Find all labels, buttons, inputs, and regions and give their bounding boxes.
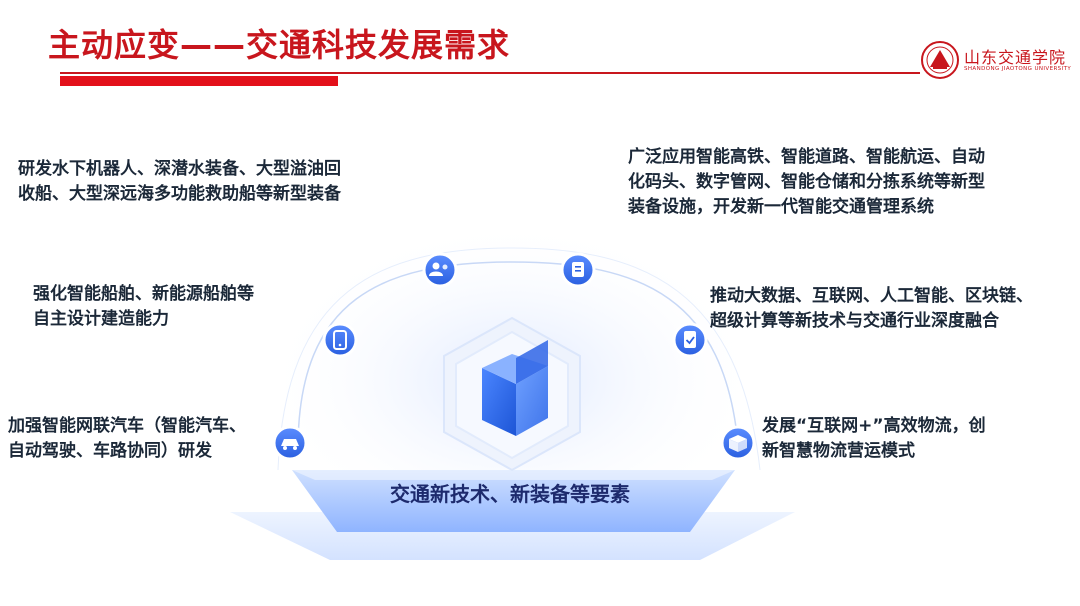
logo-name-en: SHANDONG JIAOTONG UNIVERSITY	[964, 66, 1072, 72]
item-smart-logistics: 发展“互联网+”高效物流，创 新智慧物流营运模式	[762, 416, 986, 461]
title-accent-bar	[60, 76, 338, 86]
university-logo: 山东交通学院 SHANDONG JIAOTONG UNIVERSITY	[920, 40, 1072, 82]
item-smart-infrastructure: 广泛应用智能高铁、智能道路、智能航运、自动 化码头、数字管网、智能仓储和分拣系统…	[628, 147, 985, 217]
checklist-icon	[672, 322, 708, 358]
logo-name-cn: 山东交通学院	[964, 48, 1067, 67]
item-connected-vehicles: 加强智能网联汽车（智能汽车、 自动驾驶、车路协同）研发	[8, 416, 246, 461]
car-icon	[272, 425, 308, 461]
base-platform	[292, 470, 735, 532]
item-smart-ships: 强化智能船舶、新能源船舶等 自主设计建造能力	[33, 284, 254, 329]
phone-icon	[322, 322, 358, 358]
clipboard-icon	[560, 252, 596, 288]
users-icon	[422, 252, 458, 288]
base-platform-label: 交通新技术、新装备等要素	[390, 482, 630, 506]
item-underwater-equipment: 研发水下机器人、深潜水装备、大型溢油回 收船、大型深远海多功能救助船等新型装备	[18, 159, 341, 204]
center-cube-icon	[482, 340, 548, 436]
university-seal-icon	[921, 41, 959, 79]
title-divider	[60, 72, 920, 74]
box-icon	[720, 425, 756, 461]
slide-title: 主动应变——交通科技发展需求	[48, 26, 511, 64]
item-new-tech-integration: 推动大数据、互联网、人工智能、区块链、 超级计算等新技术与交通行业深度融合	[710, 286, 1033, 331]
